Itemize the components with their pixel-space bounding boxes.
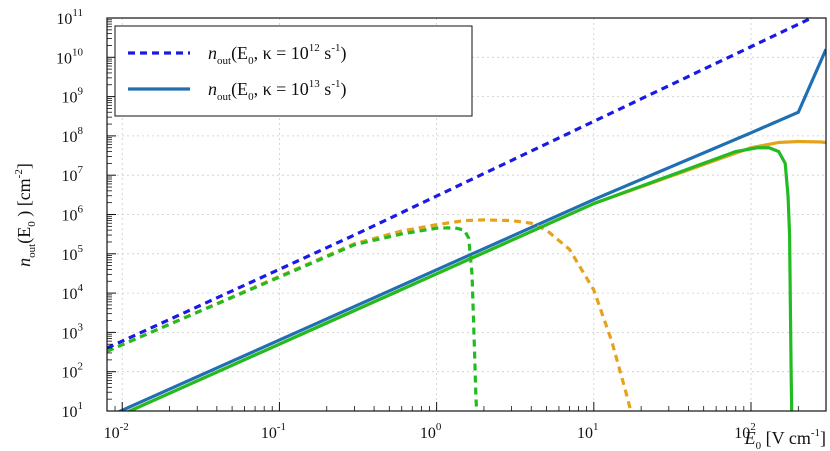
series-line-3 — [107, 226, 479, 411]
series-line-1 — [116, 48, 826, 411]
series-line-4 — [125, 139, 826, 411]
y-axis-title: nout(E0 ) [cm-2] — [13, 163, 38, 267]
x-tick-label: 101 — [577, 421, 599, 442]
series-line-2 — [107, 218, 633, 411]
y-tick-label: 109 — [62, 86, 84, 107]
legend-label-k13: nout(E0, κ = 1013 s-1) — [208, 78, 346, 103]
x-tick-label: 10-1 — [261, 421, 286, 442]
tick-labels: 10-2 10-1 100 101 102 101 102 103 104 105 106 107 10… — [56, 7, 756, 442]
legend-label-k12: nout(E0, κ = 1012 s-1) — [208, 42, 346, 67]
x-tick-label: 100 — [420, 421, 442, 442]
legend-box — [114, 25, 473, 117]
ticks — [106, 17, 827, 412]
series-line-5 — [125, 146, 794, 411]
x-tick-label: 10-2 — [104, 421, 129, 442]
legend: nout(E0, κ = 1012 s-1) nout(E0, κ = 1013… — [114, 25, 473, 117]
y-tick-label: 108 — [62, 125, 84, 146]
series-line-0 — [107, 18, 816, 350]
y-tick-label: 102 — [62, 361, 84, 382]
x-tick-label: 102 — [734, 421, 756, 442]
y-tick-label: 103 — [62, 321, 84, 342]
y-tick-label: 106 — [62, 204, 84, 225]
series-layer — [107, 18, 826, 411]
x-axis-title: E0 [V cm-1] — [744, 427, 826, 451]
y-tick-label: 104 — [62, 282, 84, 303]
y-tick-label: 1010 — [56, 46, 84, 67]
y-tick-label: 107 — [62, 164, 84, 185]
y-tick-label: 105 — [62, 243, 84, 264]
y-tick-label: 1011 — [56, 7, 83, 28]
y-tick-label: 101 — [62, 400, 84, 421]
